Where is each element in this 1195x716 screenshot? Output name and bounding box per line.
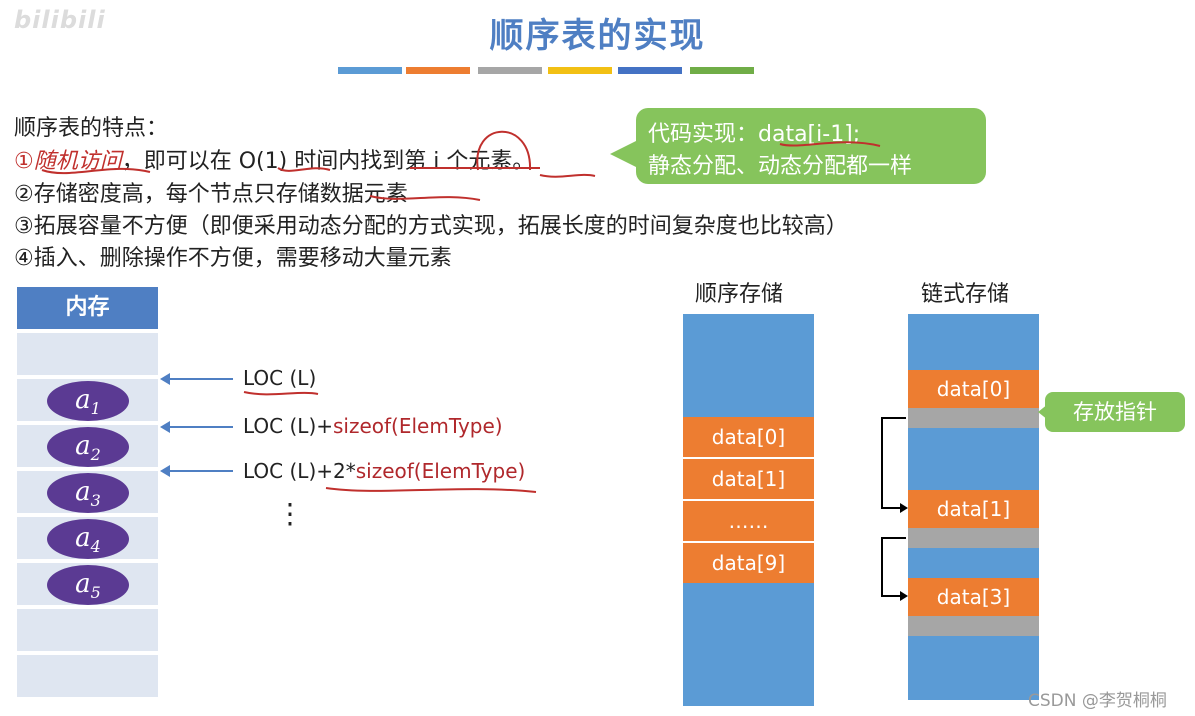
address-loc-1: LOC (L)+sizeof(ElemType) <box>243 414 503 438</box>
features-heading: 顺序表的特点： <box>14 116 169 141</box>
accent-bar-blue <box>338 67 402 74</box>
element-a1: a1 <box>47 381 129 421</box>
seq-cell-ellipsis: …… <box>683 501 814 543</box>
memory-cell <box>17 333 158 379</box>
address-arrow-line <box>163 470 233 472</box>
feature-item-3: ③拓展容量不方便（即便采用动态分配的方式实现，拓展长度的时间复杂度也比较高） <box>14 214 848 239</box>
underline-loc <box>243 391 319 396</box>
link-pointer-slot <box>908 616 1039 636</box>
arrowhead-icon <box>900 591 908 601</box>
link-cell-data1: data[1] <box>908 490 1039 528</box>
address-ellipsis: ⋮ <box>276 497 304 530</box>
link-pointer-slot <box>908 408 1039 428</box>
underline-code <box>779 141 881 147</box>
slide-title: 顺序表的实现 <box>489 16 706 56</box>
address-arrow-line <box>163 378 233 380</box>
accent-bar-yellow <box>548 67 612 74</box>
link-pointer-arrows <box>881 417 908 601</box>
link-arrow-0-to-1 <box>881 417 906 509</box>
seq-cell-data1: data[1] <box>683 459 814 501</box>
underline-random-access <box>41 167 151 175</box>
accent-bar-orange <box>406 67 470 74</box>
arrowhead-icon <box>900 503 908 513</box>
element-a5: a5 <box>47 565 129 605</box>
memory-cell: a2 <box>17 425 158 471</box>
address-loc-2: LOC (L)+2*sizeof(ElemType) <box>243 459 526 483</box>
underline-data <box>369 195 481 201</box>
accent-bar-gray <box>478 67 542 74</box>
element-a3: a3 <box>47 473 129 513</box>
link-pointer-slot <box>908 528 1039 548</box>
pointer-label: 存放指针 <box>1045 392 1185 432</box>
element-a2: a2 <box>47 427 129 467</box>
circle-i <box>476 130 532 171</box>
memory-column: 内存 a1 a2 a3 a4 a5 <box>17 287 158 697</box>
memory-cell: a1 <box>17 379 158 425</box>
csdn-watermark: CSDN @李贺桐桐 <box>1028 691 1167 711</box>
memory-cell <box>17 609 158 655</box>
link-arrow-1-to-3 <box>881 537 906 597</box>
underline-sizeof <box>325 487 537 493</box>
accent-bar-green <box>690 67 754 74</box>
link-cell-data3: data[3] <box>908 578 1039 616</box>
memory-header: 内存 <box>17 287 158 333</box>
sequential-storage-header: 顺序存储 <box>695 282 784 307</box>
feature-item-4: ④插入、删除操作不方便，需要移动大量元素 <box>14 246 452 271</box>
underline-o1 <box>277 167 331 172</box>
code-callout: 代码实现：data[i-1]; 静态分配、动态分配都一样 <box>636 108 986 184</box>
accent-bar-darkblue <box>618 67 682 74</box>
underline-element <box>539 173 596 178</box>
memory-cell: a4 <box>17 517 158 563</box>
memory-cell: a3 <box>17 471 158 517</box>
linked-storage-header: 链式存储 <box>921 282 1010 307</box>
address-arrowhead <box>160 373 170 385</box>
callout-pointer <box>610 140 638 168</box>
linked-storage-column: data[0] data[1] data[3] <box>908 314 1039 700</box>
element-a4: a4 <box>47 519 129 559</box>
address-loc-0: LOC (L) <box>243 366 317 390</box>
link-cell-data0: data[0] <box>908 370 1039 408</box>
address-arrow-line <box>163 426 233 428</box>
memory-cell: a5 <box>17 563 158 609</box>
feature-1-number: ① <box>14 149 34 174</box>
seq-cell-data9: data[9] <box>683 543 814 583</box>
address-arrowhead <box>160 421 170 433</box>
bilibili-watermark: bilibili <box>14 6 106 34</box>
pointer-label-tail <box>1038 404 1048 420</box>
feature-item-2: ②存储密度高，每个节点只存储数据元素 <box>14 182 408 207</box>
memory-cell <box>17 655 158 697</box>
sequential-storage-column: data[0] data[1] …… data[9] <box>683 314 814 706</box>
address-arrowhead <box>160 465 170 477</box>
seq-cell-data0: data[0] <box>683 417 814 459</box>
callout-line-2: 静态分配、动态分配都一样 <box>648 154 913 179</box>
